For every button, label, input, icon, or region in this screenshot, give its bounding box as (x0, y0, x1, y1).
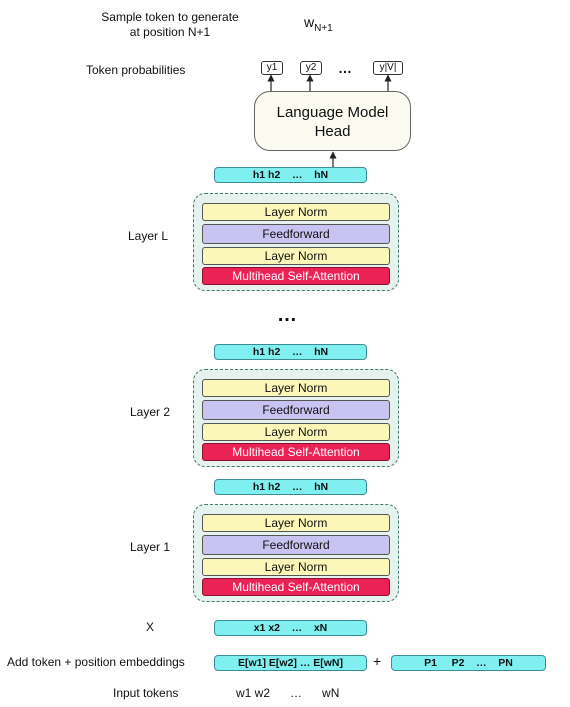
language-model-head: Language Model Head (254, 91, 411, 151)
layer-block-2: Layer Norm Feedforward Layer Norm Multih… (193, 369, 399, 467)
feedforward: Feedforward (202, 400, 390, 420)
sample-token-caption: Sample token to generate at position N+1 (70, 10, 270, 40)
embeddings-label: Add token + position embeddings (7, 655, 185, 669)
layer-label-1: Layer 1 (130, 540, 171, 554)
input-tokens-label: Input tokens (113, 686, 179, 700)
layer-norm-lower: Layer Norm (202, 423, 390, 441)
layer-norm-upper: Layer Norm (202, 514, 390, 532)
multihead-self-attention: Multihead Self-Attention (202, 578, 390, 596)
token-probabilities-label: Token probabilities (86, 63, 186, 77)
layer-norm-lower: Layer Norm (202, 558, 390, 576)
layer-norm-upper: Layer Norm (202, 379, 390, 397)
hidden-states-bar-top: h1 h2 … hN (214, 167, 367, 183)
x-input-bar: x1 x2 … xN (214, 620, 367, 636)
sample-caption-line1: Sample token to generate (101, 10, 239, 24)
x-label: X (146, 620, 155, 634)
y-token-1: y1 (261, 61, 283, 75)
hidden-states-bar-mid: h1 h2 … hN (214, 344, 367, 360)
feedforward: Feedforward (202, 224, 390, 244)
layer-norm-upper: Layer Norm (202, 203, 390, 221)
lm-head-line2: Head (314, 123, 351, 140)
layer-label-l: Layer L (128, 229, 169, 243)
y-token-vocab: y|V| (373, 61, 403, 75)
layer-block-1: Layer Norm Feedforward Layer Norm Multih… (193, 504, 399, 602)
layer-norm-lower: Layer Norm (202, 247, 390, 265)
layers-ellipsis: … (277, 304, 298, 326)
lm-head-line1: Language Model (276, 104, 389, 121)
hidden-states-bar-low: h1 h2 … hN (214, 479, 367, 495)
w-base: w (304, 14, 315, 30)
layer-block-l: Layer Norm Feedforward Layer Norm Multih… (193, 193, 399, 291)
feedforward: Feedforward (202, 535, 390, 555)
input-tokens: w1 w2 … wN (236, 686, 340, 700)
multihead-self-attention: Multihead Self-Attention (202, 267, 390, 285)
sample-caption-line2: at position N+1 (129, 25, 211, 39)
y-token-2: y2 (300, 61, 322, 75)
w-next-token: wN+1 (304, 14, 333, 34)
multihead-self-attention: Multihead Self-Attention (202, 443, 390, 461)
position-embeddings-bar: P1 P2 … PN (391, 655, 546, 671)
layer-label-2: Layer 2 (130, 405, 171, 419)
token-embeddings-bar: E[w1] E[w2] … E[wN] (214, 655, 367, 671)
w-subscript: N+1 (314, 22, 333, 34)
y-ellipsis: … (338, 60, 352, 76)
plus-sign: + (373, 653, 382, 669)
